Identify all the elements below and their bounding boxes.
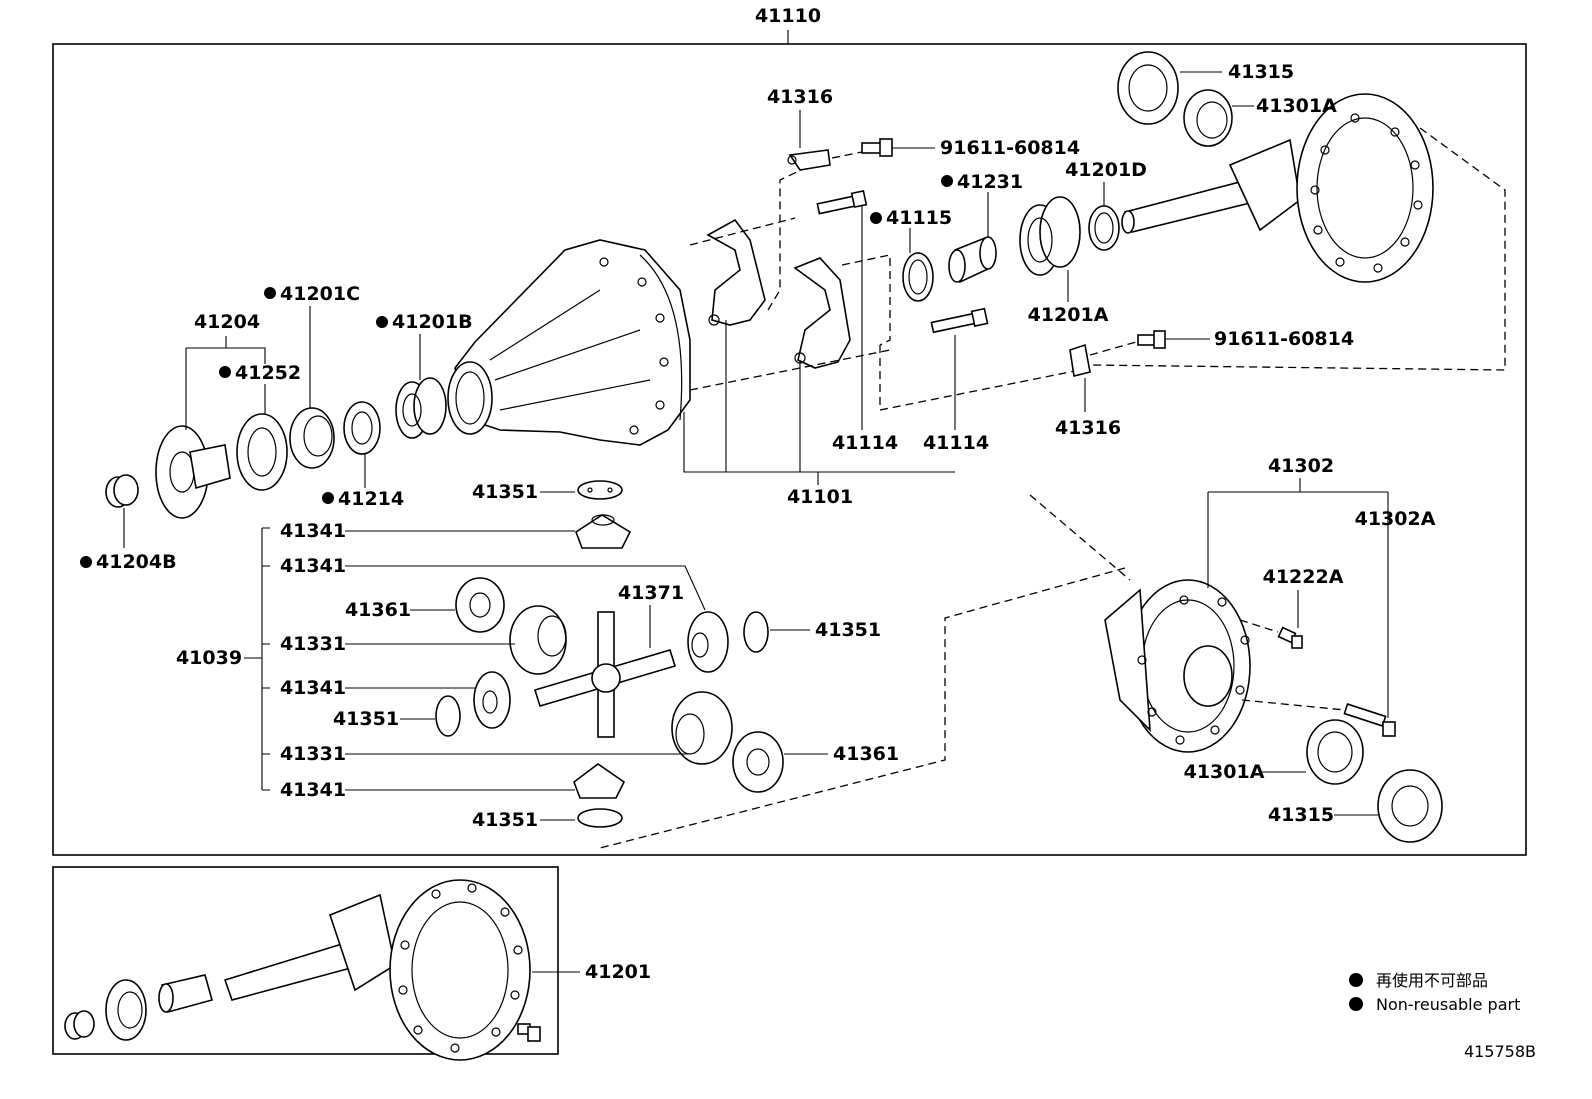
- label-41231: 41231: [957, 171, 1023, 193]
- bearing-race-41301A-top: [1183, 89, 1233, 147]
- diagram-id: 415758B: [1464, 1042, 1536, 1061]
- bolt-41222A: [1277, 626, 1303, 649]
- bearing-cap-lower: [793, 257, 851, 369]
- label-41201c: 41201C: [280, 283, 360, 305]
- legend: 再使用不可部品 Non-reusable part: [1349, 971, 1520, 1014]
- non-reusable-dot: [376, 316, 388, 328]
- lock-plate-41316-top: [787, 149, 831, 171]
- bearing-41201B: [395, 377, 447, 439]
- legend-japanese: 再使用不可部品: [1376, 971, 1488, 990]
- label-41222a: 41222A: [1263, 566, 1344, 588]
- label-41101: 41101: [787, 486, 853, 508]
- drive-pinion-ring-gear-41201: [64, 879, 541, 1061]
- label-41302: 41302: [1268, 455, 1334, 477]
- label-41201d: 41201D: [1065, 159, 1147, 181]
- pinion-gear-41341-a: [575, 514, 632, 549]
- deflector-41252: [236, 413, 288, 491]
- label-41315-bottom: 41315: [1268, 804, 1334, 826]
- non-reusable-dot: [941, 175, 953, 187]
- label-41301a-bottom: 41301A: [1184, 761, 1265, 783]
- legend-dot-en: [1349, 997, 1363, 1011]
- thrust-washer-41351-c: [435, 695, 461, 737]
- label-41302a: 41302A: [1355, 508, 1436, 530]
- non-reusable-dot: [264, 287, 276, 299]
- side-gear-41331-b: [671, 691, 733, 765]
- label-41351-c: 41351: [333, 708, 399, 730]
- legend-english: Non-reusable part: [1376, 995, 1520, 1014]
- oil-seal-41115: [902, 252, 934, 302]
- legend-dot-jp: [1349, 973, 1363, 987]
- label-41110: 41110: [755, 5, 821, 27]
- differential-carrier-housing: [447, 239, 691, 446]
- shim-41201D: [1088, 205, 1120, 251]
- label-41114-b: 41114: [923, 432, 989, 454]
- label-41316-top: 41316: [767, 86, 833, 108]
- bearing-41315-top: [1117, 51, 1179, 125]
- pinion-shaft-41371: [533, 611, 677, 738]
- label-41201a: 41201A: [1028, 304, 1109, 326]
- bolt-41114-upper: [816, 189, 868, 215]
- pinion-gear-41341-c: [473, 671, 511, 729]
- companion-flange-41204: [155, 425, 231, 519]
- label-41371: 41371: [618, 582, 684, 604]
- ring-gear-top: [1296, 93, 1434, 283]
- label-41341-c: 41341: [280, 677, 346, 699]
- nut-41204B: [105, 474, 139, 508]
- label-41351-a: 41351: [472, 481, 538, 503]
- non-reusable-dot: [322, 492, 334, 504]
- pinion-gear-41341-b: [687, 611, 729, 673]
- label-41315-top: 41315: [1228, 61, 1294, 83]
- thrust-washer-41351-a: [577, 480, 623, 500]
- oil-seal-41201C: [289, 407, 335, 469]
- label-91611-top: 91611-60814: [940, 137, 1080, 159]
- bearing-41201A: [1019, 196, 1081, 276]
- leader-41101: [683, 320, 955, 485]
- label-41301a-top: 41301A: [1256, 95, 1337, 117]
- bearing-cap-upper: [706, 218, 766, 326]
- lock-plate-41316-mid: [1069, 343, 1091, 377]
- bolt-91611-top: [861, 138, 893, 157]
- bearing-race-41301A-bottom: [1306, 719, 1364, 785]
- label-41341-d: 41341: [280, 779, 346, 801]
- label-41115: 41115: [886, 207, 952, 229]
- label-41204: 41204: [194, 311, 260, 333]
- bolt-91611-mid: [1137, 330, 1166, 349]
- label-41361-a: 41361: [345, 599, 411, 621]
- label-41361-b: 41361: [833, 743, 899, 765]
- non-reusable-dot: [80, 556, 92, 568]
- label-41252: 41252: [235, 362, 301, 384]
- pinion-gear-41341-d: [573, 763, 626, 799]
- label-41341-b: 41341: [280, 555, 346, 577]
- label-41201: 41201: [585, 961, 651, 983]
- label-41331-a: 41331: [280, 633, 346, 655]
- label-41114-a: 41114: [832, 432, 898, 454]
- thrust-washer-41361-a: [455, 577, 505, 633]
- label-41204b: 41204B: [96, 551, 177, 573]
- label-41351-b: 41351: [815, 619, 881, 641]
- non-reusable-dot: [870, 212, 882, 224]
- thrust-washer-41351-d: [577, 808, 623, 828]
- bolt-41302A: [1343, 703, 1396, 737]
- side-gear-41331-a: [509, 605, 567, 675]
- washer-41214: [343, 401, 381, 455]
- subassembly-frame-41201: [52, 866, 559, 1055]
- bearing-41315-bottom: [1377, 769, 1443, 843]
- label-41316-mid: 41316: [1055, 417, 1121, 439]
- label-91611-mid: 91611-60814: [1214, 328, 1354, 350]
- thrust-washer-41361-b: [732, 731, 784, 793]
- label-41331-b: 41331: [280, 743, 346, 765]
- label-41039: 41039: [176, 647, 242, 669]
- bolt-41114-lower: [930, 307, 989, 334]
- non-reusable-dot: [219, 366, 231, 378]
- drive-pinion-top: [1121, 138, 1301, 234]
- assembly-frame-41110: [52, 43, 1527, 856]
- label-41214: 41214: [338, 488, 404, 510]
- label-41341-a: 41341: [280, 520, 346, 542]
- spacer-41231: [948, 236, 997, 284]
- label-41201b: 41201B: [392, 311, 473, 333]
- differential-case-41302: [1104, 579, 1251, 753]
- thrust-washer-41351-b: [743, 611, 769, 653]
- label-41351-d: 41351: [472, 809, 538, 831]
